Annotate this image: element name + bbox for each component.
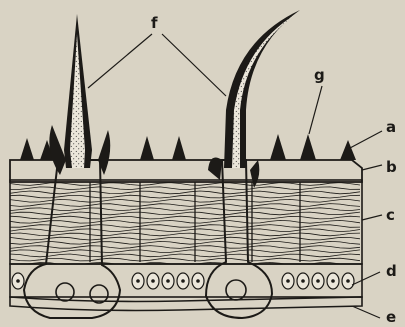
label-c: c xyxy=(386,206,395,224)
label-b: b xyxy=(386,158,397,176)
label-e: e xyxy=(386,308,396,326)
cell-nucleus xyxy=(166,279,170,283)
cell-nucleus xyxy=(196,279,200,283)
cell-nucleus xyxy=(286,279,290,283)
cell-nucleus xyxy=(346,279,350,283)
cell-nucleus xyxy=(181,279,185,283)
cell-nucleus xyxy=(301,279,305,283)
cell-nucleus xyxy=(316,279,320,283)
cell-nucleus xyxy=(331,279,335,283)
cell-nucleus xyxy=(151,279,155,283)
label-d: d xyxy=(386,262,397,280)
cell-nucleus xyxy=(136,279,140,283)
label-g: g xyxy=(314,66,325,84)
label-f: f xyxy=(151,14,158,32)
cell-nucleus xyxy=(16,279,20,283)
label-a: a xyxy=(386,118,396,136)
